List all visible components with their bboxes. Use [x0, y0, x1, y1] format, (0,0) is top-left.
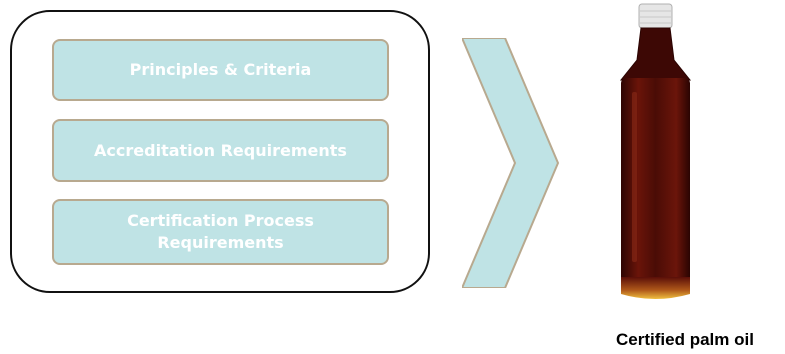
certification-process-box: Certification Process Requirements	[52, 199, 389, 265]
oil-bottle-icon	[619, 3, 692, 299]
principles-criteria-label: Principles & Criteria	[129, 60, 312, 79]
chevron-right-icon	[462, 38, 560, 288]
accreditation-requirements-box: Accreditation Requirements	[52, 119, 389, 182]
accreditation-requirements-label: Accreditation Requirements	[94, 140, 347, 160]
certification-process-label: Certification Process Requirements	[127, 211, 314, 252]
principles-criteria-box: Principles & Criteria	[52, 39, 389, 101]
bottle-caption: Certified palm oil	[616, 330, 754, 349]
